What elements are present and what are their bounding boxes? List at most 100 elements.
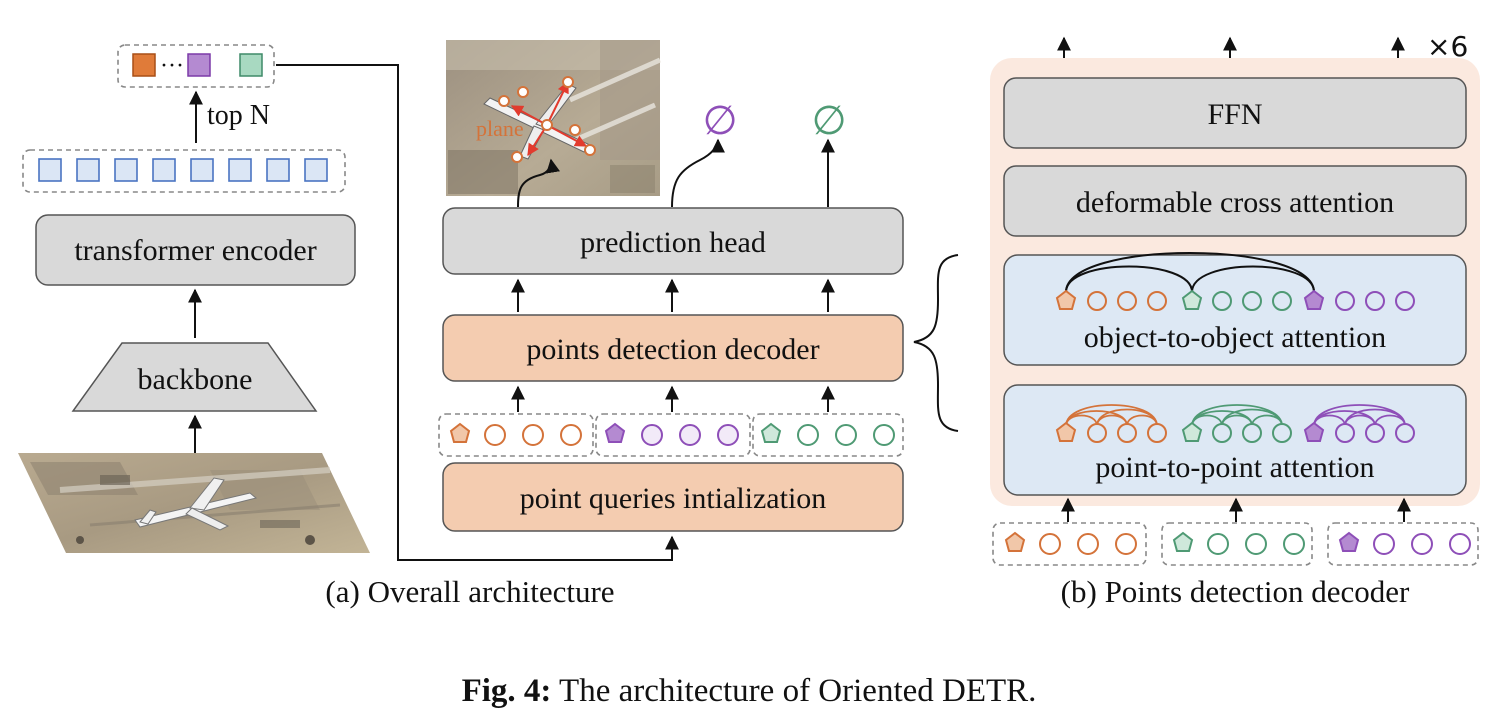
encoder-token xyxy=(190,158,214,182)
point-node-orange xyxy=(1147,423,1167,443)
encoder-token xyxy=(152,158,176,182)
ellipsis-text: ··· xyxy=(160,53,184,79)
predicted-center-point xyxy=(541,119,553,131)
predicted-point xyxy=(569,124,581,136)
point-anchor-purple xyxy=(1303,421,1325,442)
encoder-token xyxy=(38,158,62,182)
object-point-orange xyxy=(1147,291,1167,311)
ffn-box xyxy=(1003,77,1467,149)
input-aerial-image xyxy=(18,453,370,553)
point-node-green xyxy=(1242,423,1262,443)
encoder-token xyxy=(228,158,252,182)
encoder-token-row xyxy=(38,158,328,182)
point-node-green xyxy=(1212,423,1232,443)
point-attention-links-purple xyxy=(1313,404,1406,427)
encoder-token xyxy=(266,158,290,182)
deformable-attention-box xyxy=(1003,165,1467,237)
encoder-token xyxy=(76,158,100,182)
query-point-orange xyxy=(522,424,544,446)
empty-symbol-green: ∅ xyxy=(812,98,847,144)
object-point-purple xyxy=(1395,291,1415,311)
object-point-orange xyxy=(1087,291,1107,311)
repeat-label: ×6 xyxy=(1427,30,1468,63)
curly-brace xyxy=(913,254,959,432)
query-anchor-green xyxy=(760,422,782,443)
transformer-encoder-box xyxy=(35,214,356,286)
query-point-orange xyxy=(484,424,506,446)
query-anchor-purple xyxy=(604,422,626,443)
point-node-purple xyxy=(1335,423,1355,443)
figure-caption-prefix: Fig. 4: xyxy=(462,673,552,709)
query-flow-connector xyxy=(276,64,679,561)
points-detection-decoder-box xyxy=(442,314,904,382)
object-point-purple xyxy=(1365,291,1385,311)
predicted-point xyxy=(517,86,529,98)
point-node-purple xyxy=(1395,423,1415,443)
prediction-head-box xyxy=(442,207,904,275)
ffn-label: FFN xyxy=(1207,98,1262,131)
point-attention-tokens xyxy=(1055,421,1415,443)
head-to-image-arrow xyxy=(517,158,560,208)
airplane-shape xyxy=(134,477,258,531)
layer-input-group-orange xyxy=(992,522,1147,566)
object-anchor-green xyxy=(1181,289,1203,310)
top-n-label: top N xyxy=(207,100,270,131)
query-point-orange xyxy=(560,424,582,446)
point-attention-links-orange xyxy=(1065,404,1158,427)
right-panel: ×6 FFN deformable cross attention xyxy=(990,30,1480,609)
middle-panel: plane ∅ ∅ prediction head points detecti… xyxy=(438,40,959,532)
point-attention-label: point-to-point attention xyxy=(1095,451,1374,484)
prediction-head-label: prediction head xyxy=(580,226,766,259)
object-anchor-orange xyxy=(1055,289,1077,310)
query-point-green xyxy=(835,424,857,446)
points-detection-decoder-label: points detection decoder xyxy=(526,333,819,366)
predicted-point xyxy=(584,144,596,156)
object-attention-label: object-to-object attention xyxy=(1084,321,1386,354)
object-point-green xyxy=(1272,291,1292,311)
point-query-group-purple xyxy=(595,413,751,457)
object-point-green xyxy=(1242,291,1262,311)
point-queries-init-box xyxy=(442,462,904,532)
predicted-point xyxy=(498,95,510,107)
left-panel: ··· top N transformer encoder backbone xyxy=(18,44,679,609)
point-attention-links-green xyxy=(1191,404,1283,427)
object-point-green xyxy=(1212,291,1232,311)
query-point-purple xyxy=(641,424,663,446)
object-point-purple xyxy=(1335,291,1355,311)
encoder-token xyxy=(114,158,138,182)
object-anchor-purple xyxy=(1303,289,1325,310)
selected-query-green xyxy=(239,53,263,77)
query-point-purple xyxy=(717,424,739,446)
point-node-green xyxy=(1272,423,1292,443)
point-query-group-green xyxy=(752,413,904,457)
empty-symbol-purple: ∅ xyxy=(703,98,738,144)
object-attention-tokens xyxy=(1055,289,1415,311)
query-point-green xyxy=(873,424,895,446)
query-point-green xyxy=(797,424,819,446)
point-anchor-orange xyxy=(1055,421,1077,442)
backbone-trapezoid xyxy=(71,342,318,412)
point-query-group-orange xyxy=(438,413,594,457)
predicted-point xyxy=(562,76,574,88)
point-node-orange xyxy=(1087,423,1107,443)
figure-caption-text: The architecture of Oriented DETR. xyxy=(551,673,1036,709)
query-anchor-orange xyxy=(449,422,471,443)
predicted-point xyxy=(511,151,523,163)
predicted-points xyxy=(498,76,596,163)
layer-input-group-purple xyxy=(1327,522,1479,566)
object-attention-links xyxy=(1065,252,1315,293)
top-n-queries-group xyxy=(117,44,275,88)
point-queries-init-label: point queries intialization xyxy=(520,482,827,515)
head-to-empty-purple-arrow xyxy=(671,138,725,208)
query-point-purple xyxy=(679,424,701,446)
caption-b: (b) Points detection decoder xyxy=(1061,574,1410,609)
layer-input-group-green xyxy=(1161,522,1313,566)
plane-label: plane xyxy=(476,116,524,141)
point-anchor-green xyxy=(1181,421,1203,442)
point-node-purple xyxy=(1365,423,1385,443)
selected-query-orange xyxy=(132,53,156,77)
encoder-tokens-group xyxy=(22,149,346,193)
point-attention-box xyxy=(1003,384,1467,496)
transformer-encoder-label: transformer encoder xyxy=(74,234,316,267)
